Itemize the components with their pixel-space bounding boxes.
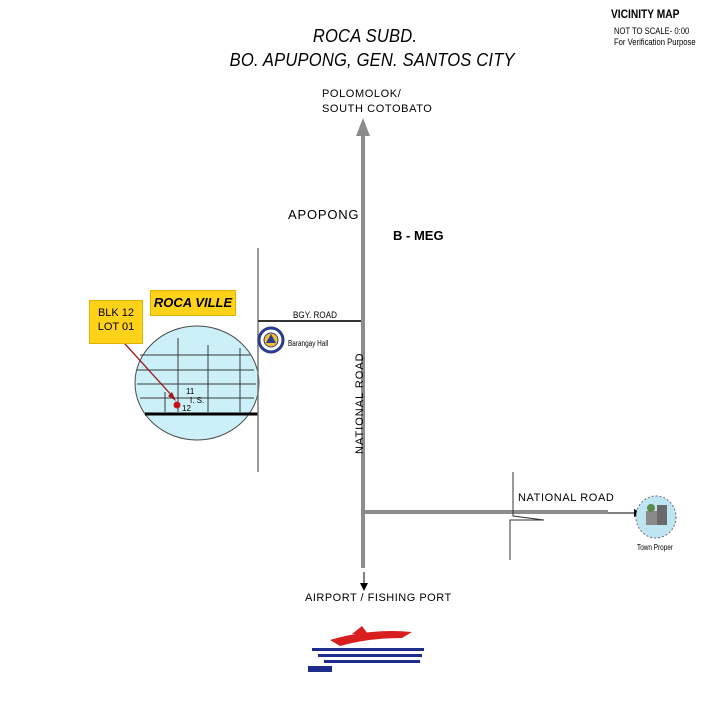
lot-pointer-line [115,333,175,399]
north-destination-line2: SOUTH COTOBATO [322,103,433,115]
lot-marker-icon [173,401,181,409]
north-arrow-icon [356,118,370,136]
national-road-horizontal-label: NATIONAL ROAD [518,492,615,504]
south-arrow-icon [360,583,368,591]
vicinity-heading: VICINITY MAP [611,7,680,21]
subdivision-grid [137,338,256,412]
roca-ville-label: ROCA VILLE [150,290,236,316]
town-proper-label: Town Proper [637,543,673,552]
road-branch-line [509,472,545,560]
block-11-label: 11 [186,387,195,396]
national-road-vertical-label: NATIONAL ROAD [354,352,366,454]
apopong-label: APOPONG [288,207,360,222]
airline-logo-icon [307,626,425,672]
map-title-line1: ROCA SUBD. [312,26,418,46]
block-is-label: I. S. [190,396,205,405]
bmeg-label: B - MEG [393,228,444,243]
block-12-label: 12 [182,404,191,413]
scale-note: NOT TO SCALE- 0:00 [614,26,690,36]
barangay-road-label: BGY. ROAD [293,310,337,320]
town-proper-icon [635,495,677,539]
lot-pointer-arrow-icon [168,392,176,401]
barangay-hall-label: Barangay Hall [288,339,329,348]
blk-label: BLK 12 [97,307,135,319]
barangay-seal-icon [257,326,285,354]
lot-label: LOT 01 [97,321,135,333]
north-destination-line1: POLOMOLOK/ [322,88,402,100]
purpose-note: For Verification Purpose [614,37,696,47]
south-destination-label: AIRPORT / FISHING PORT [305,592,452,604]
lot-callout: BLK 12 LOT 01 [89,300,143,344]
map-title-line2: BO. APUPONG, GEN. SANTOS CITY [229,50,515,70]
